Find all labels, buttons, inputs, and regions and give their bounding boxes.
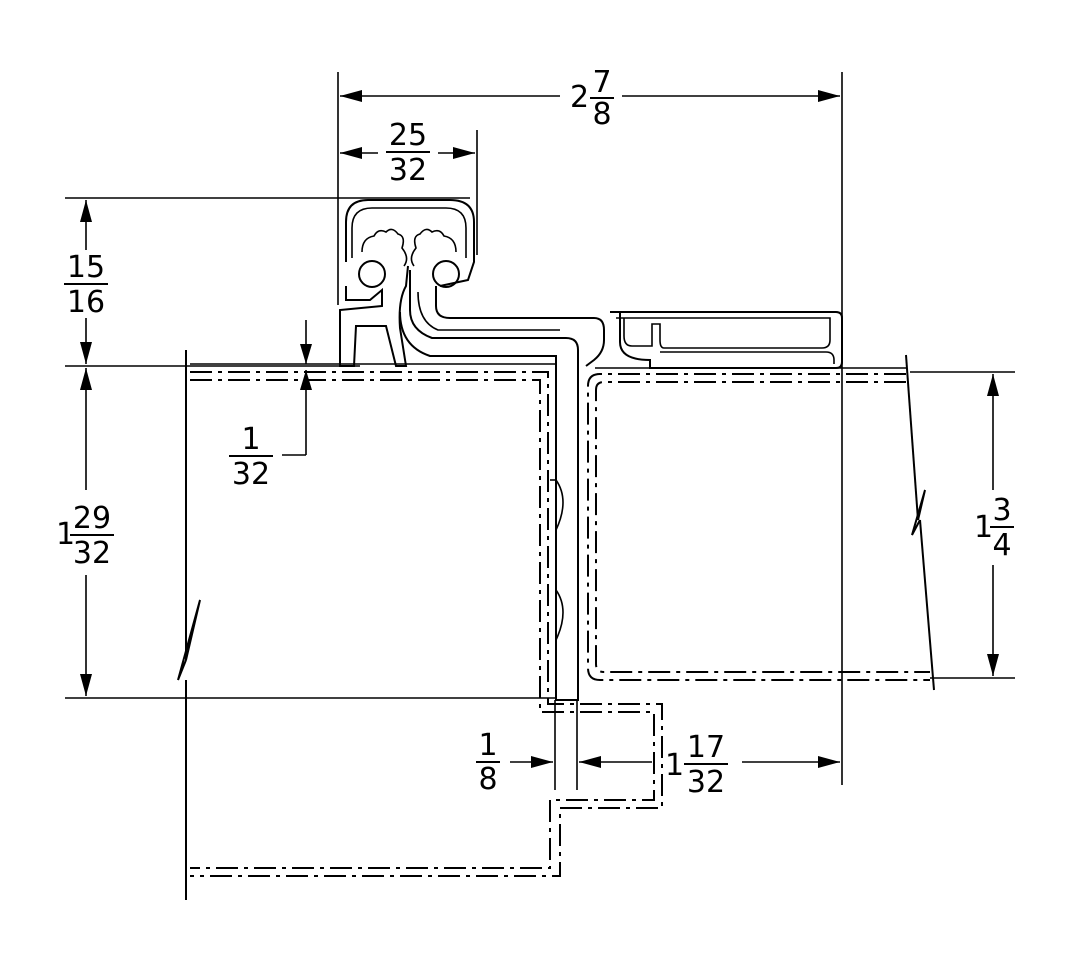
dim-frame-depth-whole: 1 — [56, 517, 75, 552]
dim-leaf-width: 1 17 32 — [665, 730, 728, 800]
dim-frame-depth-den: 32 — [73, 536, 111, 571]
dim-overall-width: 2 7 8 — [570, 65, 614, 132]
dim-leaf-width-whole: 1 — [665, 748, 684, 783]
dim-clearance-num: 1 — [241, 422, 260, 457]
dim-clearance: 1 32 — [229, 422, 273, 492]
door-frame-section — [177, 350, 663, 900]
dim-door-thickness-den: 4 — [992, 528, 1011, 563]
continuous-hinge-profile — [339, 199, 843, 701]
dim-hinge-width-den: 32 — [389, 153, 427, 188]
dim-hinge-height-num: 15 — [67, 250, 105, 285]
dim-leaf-width-den: 32 — [687, 765, 725, 800]
dim-frame-depth: 1 29 32 — [56, 501, 114, 571]
dim-gap: 1 8 — [476, 728, 500, 797]
door-slab-section — [587, 354, 935, 691]
dim-frame-depth-num: 29 — [73, 501, 111, 536]
dim-hinge-width: 25 32 — [386, 118, 430, 188]
dim-door-thickness: 1 3 4 — [974, 493, 1014, 563]
dim-hinge-height: 15 16 — [64, 250, 108, 320]
dim-hinge-width-num: 25 — [389, 118, 427, 153]
dim-gap-num: 1 — [478, 728, 497, 763]
dimension-lines — [80, 90, 999, 768]
extension-lines — [65, 72, 1015, 790]
dim-clearance-den: 32 — [232, 457, 270, 492]
dim-gap-den: 8 — [478, 762, 497, 797]
dim-overall-width-num: 7 — [592, 65, 611, 100]
dim-door-thickness-num: 3 — [992, 493, 1011, 528]
dim-hinge-height-den: 16 — [67, 285, 105, 320]
dim-leaf-width-num: 17 — [687, 730, 725, 765]
dim-overall-width-den: 8 — [592, 97, 611, 132]
dim-door-thickness-whole: 1 — [974, 510, 993, 545]
dim-overall-width-whole: 2 — [570, 80, 589, 115]
